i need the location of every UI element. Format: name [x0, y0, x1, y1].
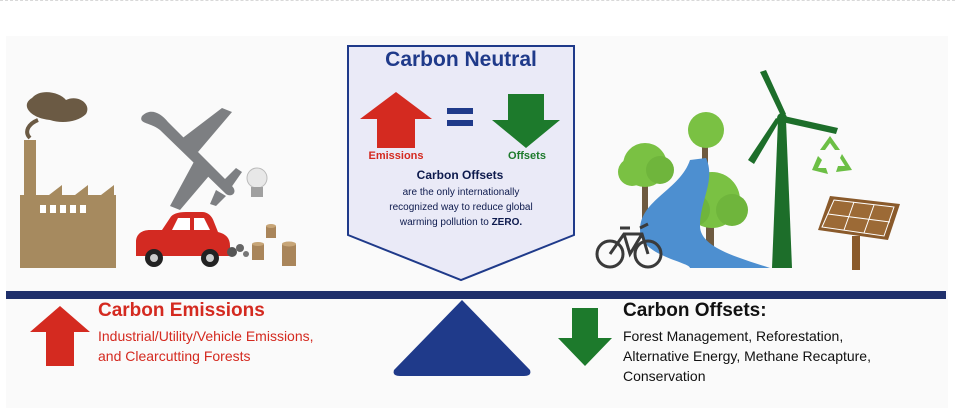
carbon-offsets-arrow-icon — [558, 308, 612, 366]
wind-turbine-icon — [748, 70, 838, 268]
carbon-emissions-line: Industrial/Utility/Vehicle Emissions, — [98, 328, 314, 344]
recycle-icon — [812, 136, 852, 174]
shield-description-line: recognized way to reduce global — [389, 202, 533, 213]
carbon-emissions-line: and Clearcutting Forests — [98, 348, 251, 364]
solar-panel-icon — [818, 196, 900, 270]
equals-sign-bottom — [447, 120, 473, 126]
offsets-label: Offsets — [508, 150, 546, 162]
emissions-label: Emissions — [368, 150, 424, 162]
shield-description-emphasis: ZERO. — [491, 217, 523, 228]
shield-description-line: warming pollution to ZERO. — [358, 215, 564, 230]
balance-beam — [6, 291, 946, 299]
shield-description-text: warming pollution to — [399, 217, 489, 228]
car-icon — [136, 212, 249, 267]
shield-subtitle: Carbon Offsets — [416, 168, 504, 182]
shield-description-line: are the only internationally — [402, 187, 520, 198]
shield-description: are the only internationally recognized … — [358, 185, 564, 230]
carbon-offsets-title: Carbon Offsets: — [623, 300, 767, 321]
carbon-offsets-line: Forest Management, Reforestation, — [623, 328, 844, 344]
equals-sign-top — [447, 108, 473, 114]
carbon-offsets-description: Forest Management, Reforestation, Altern… — [623, 326, 948, 386]
tree-stumps-icon — [252, 224, 296, 266]
carbon-emissions-description: Industrial/Utility/Vehicle Emissions, an… — [98, 326, 398, 366]
carbon-emissions-arrow-icon — [30, 306, 90, 366]
emissions-arrow-icon — [360, 92, 432, 148]
lightbulb-icon — [246, 167, 268, 197]
bicycle-icon — [595, 222, 663, 269]
carbon-neutral-shield — [347, 45, 575, 282]
fulcrum-triangle — [393, 300, 531, 376]
carbon-emissions-title: Carbon Emissions — [98, 300, 265, 321]
shield-title: Carbon Neutral — [385, 48, 537, 71]
carbon-offsets-line: Alternative Energy, Methane Recapture, — [623, 348, 871, 364]
river-icon — [640, 158, 770, 268]
airplane-icon — [141, 108, 242, 210]
offsets-arrow-icon — [492, 94, 560, 148]
factory-icon — [20, 92, 116, 268]
carbon-offsets-line: Conservation — [623, 368, 706, 384]
